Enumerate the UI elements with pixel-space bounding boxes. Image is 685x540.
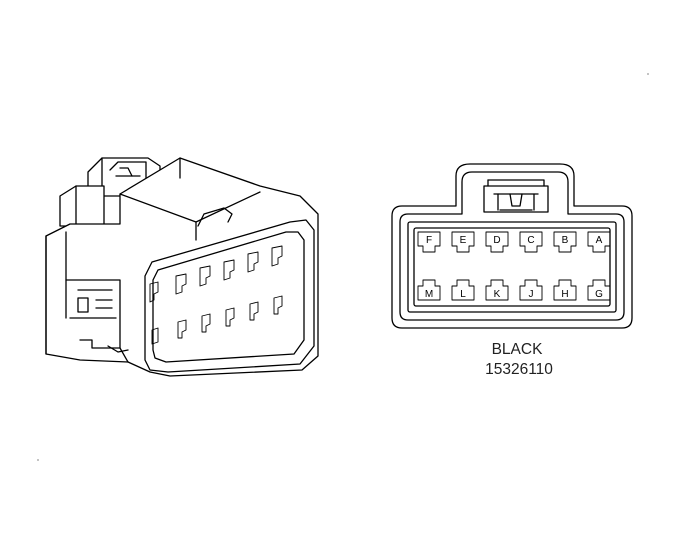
- cavity-m: M: [417, 279, 441, 301]
- cavity-e: E: [451, 231, 475, 253]
- cavity-label: G: [595, 289, 603, 300]
- cavity-label: H: [561, 289, 568, 300]
- cavity-j: J: [519, 279, 543, 301]
- scan-speck: [647, 73, 649, 75]
- cavity-label: M: [425, 289, 433, 300]
- cavity-label: B: [562, 235, 569, 246]
- cavity-label: A: [596, 235, 603, 246]
- cavity-label: F: [426, 235, 432, 246]
- connector-color-label: BLACK: [492, 341, 543, 358]
- cavity-f: F: [417, 231, 441, 253]
- cavity-label: J: [529, 289, 534, 300]
- cavity-d: D: [485, 231, 509, 253]
- cavity-label: K: [494, 289, 501, 300]
- connector-front-view: F E D C B A M L K J H G: [391, 163, 633, 329]
- cavity-label: E: [460, 235, 467, 246]
- cavity-l: L: [451, 279, 475, 301]
- part-number-label: 15326110: [485, 361, 553, 378]
- cavity-a: A: [587, 231, 611, 253]
- cavity-label: C: [527, 235, 534, 246]
- cavity-label: L: [460, 289, 466, 300]
- cavity-k: K: [485, 279, 509, 301]
- cavity-g: G: [587, 279, 611, 301]
- cavity-h: H: [553, 279, 577, 301]
- connector-isometric-view: [45, 157, 319, 377]
- cavity-label: D: [493, 235, 500, 246]
- cavity-c: C: [519, 231, 543, 253]
- cavity-b: B: [553, 231, 577, 253]
- scan-speck: [37, 459, 39, 461]
